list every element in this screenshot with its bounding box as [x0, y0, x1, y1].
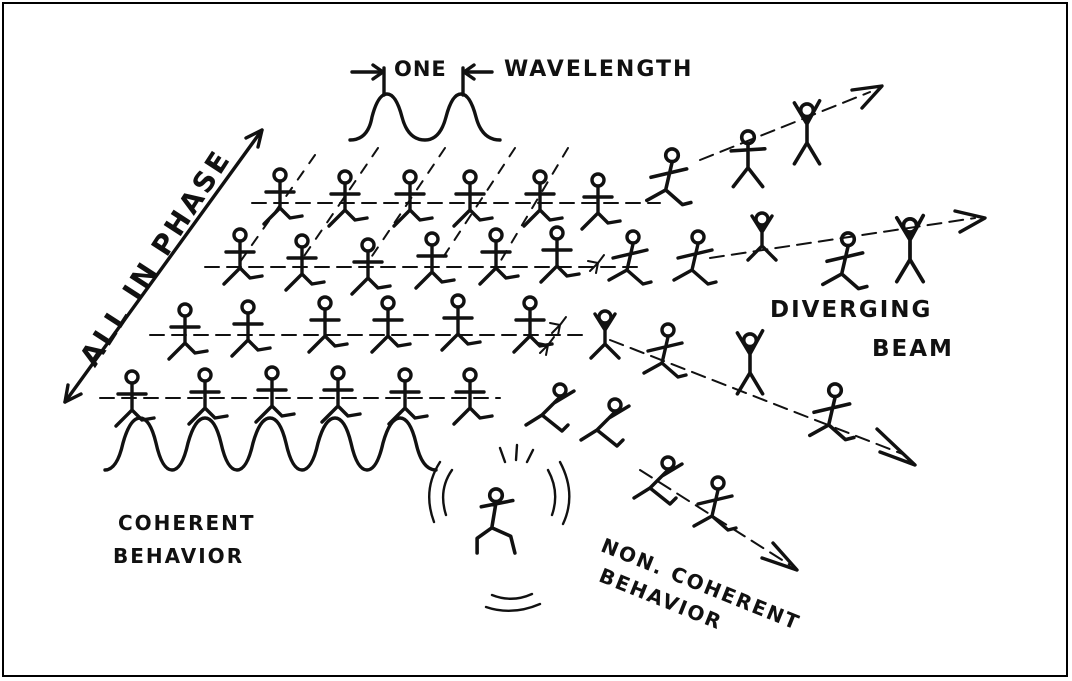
- stick-figure: [478, 227, 520, 286]
- stick-figure: [452, 169, 494, 228]
- wavelength-right-arrowhead: [462, 63, 476, 81]
- stick-figure: [821, 231, 869, 291]
- phase-arrow: [63, 128, 264, 404]
- art-lines: [63, 63, 987, 612]
- stick-figure: [692, 475, 738, 532]
- stick-figure: [672, 229, 718, 286]
- label-beam: BEAM: [872, 336, 954, 362]
- wavelength-wave: [348, 92, 502, 142]
- stick-figure: [230, 299, 272, 358]
- diverging-rays: [609, 91, 976, 566]
- wavelength-left-arrowhead: [371, 63, 385, 81]
- stick-figure: [512, 295, 554, 354]
- stick-figure: [579, 397, 631, 448]
- ray-arrowhead: [875, 427, 917, 467]
- stick-figure: [370, 295, 412, 354]
- stick-figure: [746, 211, 778, 262]
- stick-figure: [254, 365, 296, 424]
- stick-figure: [539, 225, 581, 284]
- stick-figure: [284, 233, 326, 292]
- stick-figure: [262, 167, 304, 226]
- stick-figure: [392, 169, 434, 228]
- stick-figure: [522, 169, 564, 228]
- stick-figure: [607, 229, 653, 286]
- stick-figure: [307, 295, 349, 354]
- phase-arrowhead-bottom: [63, 383, 83, 404]
- label-coherent-behavior: BEHAVIOR: [113, 544, 245, 568]
- label-diverging: DIVERGING: [770, 297, 933, 323]
- stick-figure: [642, 322, 688, 379]
- ray-arrowhead: [760, 541, 799, 572]
- row-guides: [99, 202, 661, 399]
- stick-figure: [645, 147, 693, 207]
- stick-figure: [320, 365, 362, 424]
- label-one: ONE: [394, 57, 447, 81]
- coherent-wave: [103, 416, 438, 472]
- phase-arrowhead-top: [244, 128, 264, 149]
- noise-marks: [428, 443, 571, 612]
- stick-figure: [387, 367, 429, 426]
- stick-figure: [475, 487, 517, 555]
- stick-figure: [440, 293, 482, 352]
- stick-figure: [729, 129, 767, 189]
- sparks: [537, 254, 605, 356]
- stick-figure: [350, 237, 392, 296]
- stick-figure: [114, 369, 156, 428]
- stick-figure: [327, 169, 369, 228]
- column-guide: [499, 147, 569, 263]
- ray-arrowhead: [850, 84, 884, 110]
- figures: [114, 99, 926, 555]
- column-guide: [367, 147, 446, 263]
- column-guides: [239, 147, 569, 263]
- diverging-ray: [609, 339, 906, 456]
- ray-arrowhead: [953, 209, 987, 234]
- label-coherent: COHERENT: [118, 511, 256, 535]
- stick-figure: [222, 227, 264, 286]
- stick-figure: [187, 367, 229, 426]
- label-wavelength: WAVELENGTH: [504, 57, 694, 82]
- stick-figure: [580, 172, 622, 231]
- stick-figure: [792, 99, 822, 166]
- stick-figure: [414, 231, 456, 290]
- stick-figure: [452, 367, 494, 426]
- stick-figure: [894, 213, 926, 284]
- column-guide: [439, 147, 516, 263]
- diverging-ray: [699, 91, 871, 161]
- stick-figure: [589, 309, 621, 360]
- stick-figure: [524, 382, 576, 433]
- stick-figure: [167, 302, 209, 361]
- stick-figure: [632, 455, 684, 506]
- stick-figure: [735, 329, 765, 396]
- column-guide: [299, 147, 379, 263]
- stick-figure: [808, 382, 856, 442]
